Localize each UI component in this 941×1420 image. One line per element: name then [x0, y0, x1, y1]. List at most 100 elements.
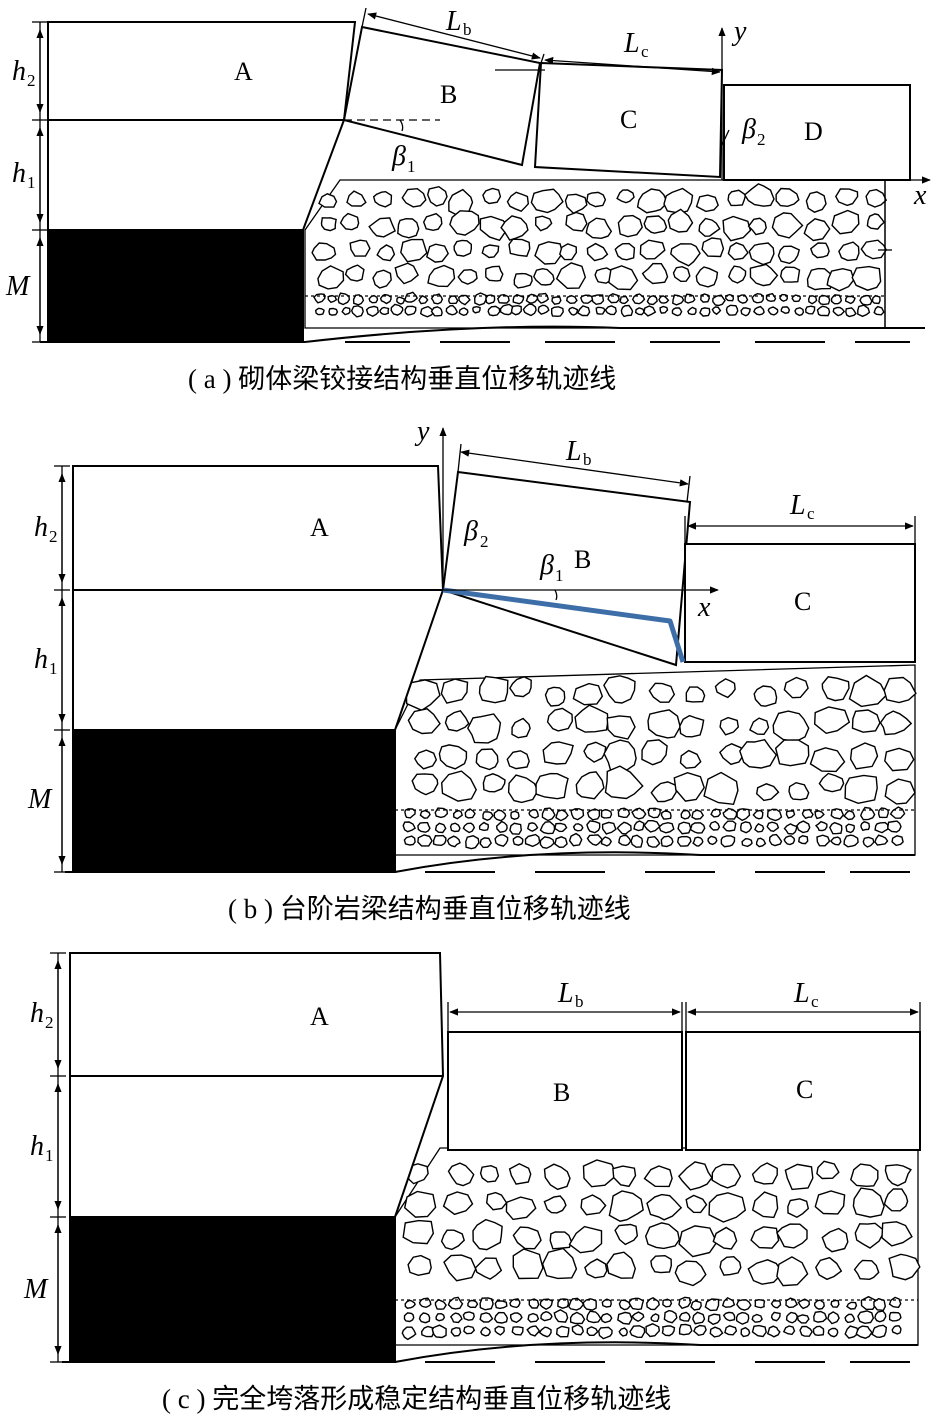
rubble-stone — [479, 837, 493, 849]
rubble-stone — [849, 742, 879, 770]
rubble-stone — [678, 1311, 691, 1322]
rubble-stone — [540, 1310, 553, 1322]
rubble-stone — [586, 191, 607, 208]
rubble-stone — [564, 193, 588, 215]
rubble-stone — [639, 239, 666, 260]
rubble-stone — [816, 1160, 840, 1180]
rubble-stone — [467, 1299, 479, 1309]
rubble-stone — [565, 211, 588, 232]
rubble-stone — [617, 807, 631, 819]
rubble-stone — [472, 1218, 503, 1251]
rubble-stone — [601, 821, 617, 835]
rubble-stone — [346, 190, 367, 207]
rubble-stone — [458, 307, 469, 317]
rubble-stone — [403, 835, 416, 846]
rubble-stone — [422, 212, 443, 232]
rubble-stone — [838, 241, 860, 262]
rubble-stone — [818, 294, 831, 306]
rubble-stone — [413, 749, 438, 770]
rubble-stone — [771, 212, 804, 239]
rubble-stone — [704, 1298, 720, 1312]
block-a-b — [72, 465, 445, 731]
rubble-stone — [417, 822, 431, 833]
rubble-stone — [320, 217, 337, 232]
rubble-stones-b — [402, 674, 917, 850]
rubble-stone — [871, 1324, 888, 1339]
rubble-stone — [751, 292, 764, 304]
rubble-stone — [766, 1325, 781, 1338]
rubble-stone — [722, 1311, 736, 1322]
rubble-stone — [680, 809, 691, 820]
rubble-stone — [554, 836, 568, 849]
rubble-stone — [549, 1231, 573, 1250]
rubble-stone — [530, 188, 564, 214]
span-lc-a — [544, 56, 721, 76]
rubble-stone — [568, 1225, 603, 1254]
rubble-stone — [434, 1298, 447, 1310]
rubble-stone — [612, 1165, 637, 1188]
rubble-stone — [452, 809, 464, 820]
rubble-stone — [860, 239, 888, 260]
rubble-stone — [608, 265, 639, 291]
rubble-stone — [511, 1326, 524, 1336]
caption-a: ( a ) 砌体梁铰接结构垂直位移轨迹线 — [188, 364, 616, 394]
rubble-stone — [712, 1226, 738, 1250]
rubble-stone — [754, 1298, 766, 1309]
rubble-stone — [851, 265, 882, 291]
rubble-stone — [475, 748, 499, 771]
rubble-stone — [535, 772, 569, 800]
rubble-stone — [874, 821, 889, 834]
rubble-stone — [557, 1298, 570, 1309]
rubble-stone — [747, 217, 767, 236]
rubble-stone — [466, 713, 502, 744]
rubble-stone — [411, 773, 439, 796]
coal-seam-b — [72, 729, 396, 873]
rubble-stone — [855, 1325, 873, 1339]
rubble-stone — [766, 808, 783, 822]
rubble-stone — [803, 218, 831, 242]
rubble-stone — [753, 685, 778, 707]
label-block-b-b: B — [574, 545, 591, 574]
span-lb-a — [367, 12, 541, 60]
rubble-stone — [478, 821, 490, 832]
caption-b: ( b ) 台阶岩梁结构垂直位移轨迹线 — [228, 894, 631, 924]
rubble-stone — [465, 835, 480, 850]
rubble-stone — [617, 1311, 633, 1325]
rubble-stone — [539, 1298, 554, 1311]
left-dimension-c — [50, 952, 66, 1363]
rubble-stone — [736, 808, 751, 822]
rubble-stone — [510, 304, 523, 316]
rubble-stone — [891, 1325, 902, 1335]
rubble-stone — [663, 1309, 678, 1324]
rubble-stone — [677, 821, 692, 835]
label-beta2-sub-b: 2 — [480, 532, 489, 551]
rubble-stone — [672, 294, 685, 306]
rubble-stone — [402, 821, 417, 833]
rubble-stone — [420, 1325, 435, 1338]
label-h1-sub-b: 1 — [49, 659, 58, 678]
rubble-stone — [874, 834, 889, 846]
rubble-stone — [658, 821, 675, 834]
label-x-axis-a: x — [913, 180, 927, 211]
rubble-stone — [749, 263, 779, 287]
rubble-stone — [874, 1310, 887, 1323]
rubble-stone — [580, 1194, 607, 1216]
rubble-stone — [845, 823, 856, 834]
rubble-stone — [643, 305, 657, 317]
rubble-stone — [813, 1310, 828, 1323]
rubble-stone — [574, 704, 609, 733]
rubble-stone — [616, 821, 632, 835]
rubble-stone — [512, 1248, 544, 1280]
rubble-stone — [777, 245, 801, 265]
rubble-stone — [854, 1222, 885, 1249]
rubble-stone — [812, 1325, 825, 1337]
rubble-stone — [597, 1326, 613, 1340]
rubble-stone — [474, 1257, 503, 1280]
rubble-stone — [585, 217, 613, 240]
rubble-stone — [728, 265, 747, 284]
rubble-stone — [478, 675, 509, 704]
rubble-stone — [650, 1254, 673, 1274]
rubble-stone — [804, 305, 816, 315]
rubble-stone — [604, 305, 617, 316]
